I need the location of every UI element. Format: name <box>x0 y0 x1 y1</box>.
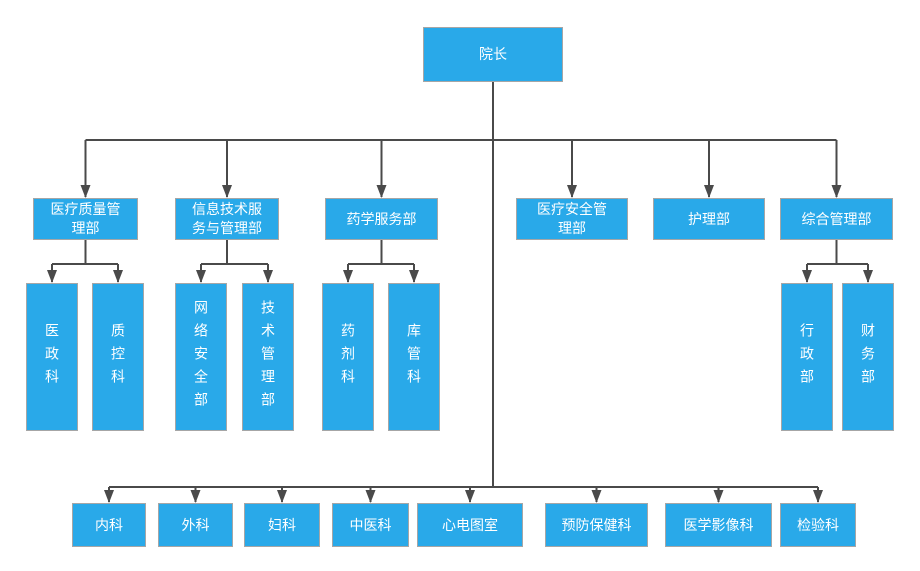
node-label: 库管科 <box>406 322 422 392</box>
node-sub-quality-control: 质控科 <box>92 283 144 431</box>
node-sub-finance: 财务部 <box>842 283 894 431</box>
node-dept-general-management: 综合管理部 <box>780 198 893 240</box>
node-clinical-ecg-room: 心电图室 <box>417 503 523 547</box>
node-dept-nursing: 护理部 <box>653 198 765 240</box>
node-label: 技术管理部 <box>260 299 276 415</box>
node-label: 药剂科 <box>340 322 356 392</box>
node-dept-medical-safety-management: 医疗安全管理部 <box>516 198 628 240</box>
node-clinical-surgery: 外科 <box>158 503 233 547</box>
node-sub-technical-management: 技术管理部 <box>242 283 294 431</box>
node-sub-administration: 行政部 <box>781 283 833 431</box>
node-sub-medical-administration: 医政科 <box>26 283 78 431</box>
node-label: 财务部 <box>860 322 876 392</box>
node-sub-dispensary: 药剂科 <box>322 283 374 431</box>
node-sub-network-security: 网络安全部 <box>175 283 227 431</box>
node-dept-medical-quality-management: 医疗质量管理部 <box>33 198 138 240</box>
node-clinical-medical-imaging: 医学影像科 <box>665 503 772 547</box>
node-clinical-laboratory: 检验科 <box>780 503 856 547</box>
node-clinical-internal-medicine: 内科 <box>72 503 146 547</box>
node-president: 院长 <box>423 27 563 82</box>
node-clinical-gynecology: 妇科 <box>244 503 320 547</box>
node-label: 医政科 <box>44 322 60 392</box>
node-label: 行政部 <box>799 322 815 392</box>
node-clinical-tcm: 中医科 <box>332 503 409 547</box>
node-label: 质控科 <box>110 322 126 392</box>
node-dept-it-service-management: 信息技术服务与管理部 <box>175 198 279 240</box>
node-dept-pharmacy-service: 药学服务部 <box>325 198 438 240</box>
node-label: 网络安全部 <box>193 299 209 415</box>
node-clinical-preventive-healthcare: 预防保健科 <box>545 503 648 547</box>
node-sub-warehouse-management: 库管科 <box>388 283 440 431</box>
